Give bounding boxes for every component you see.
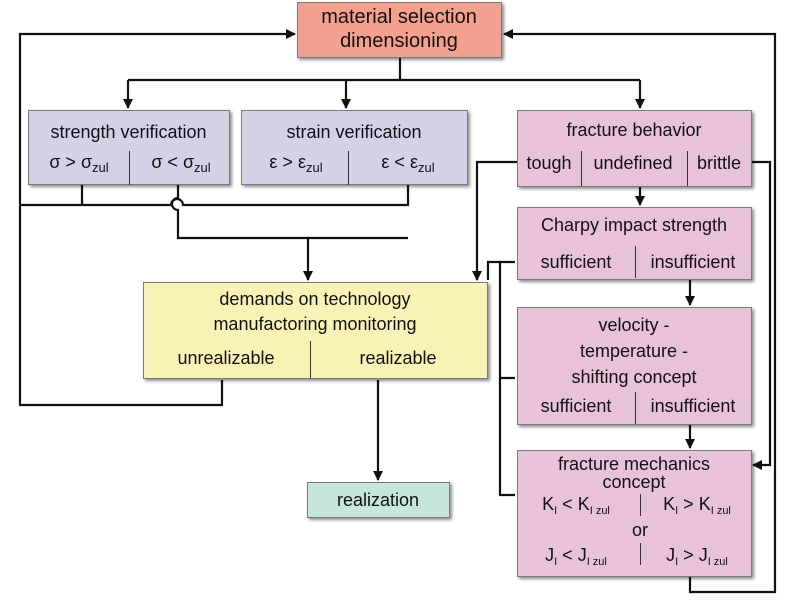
fracture-divider-1 xyxy=(581,151,582,186)
fracture-mechanics-line-1: fracture mechanics xyxy=(557,454,711,474)
velocity-insufficient-option: insufficient xyxy=(650,396,736,416)
fracture-mechanics-line-2: concept xyxy=(602,472,666,492)
velocity-line-3: shifting concept xyxy=(571,367,697,387)
material-selection-box: material selection dimensioning xyxy=(297,2,502,58)
loop-unrealizable-to-selection xyxy=(18,29,296,407)
k-divider xyxy=(640,494,641,516)
fracture-mechanics-box: fracture mechanics concept KI < KI zul K… xyxy=(517,450,752,577)
tough-option: tough xyxy=(526,153,572,173)
charpy-impact-box: Charpy impact strength sufficient insuff… xyxy=(517,207,752,280)
j-greater-condition: JI > JI zul xyxy=(666,545,728,568)
charpy-insufficient-option: insufficient xyxy=(650,252,736,272)
realizable-option: realizable xyxy=(359,348,437,368)
strength-verification-title: strength verification xyxy=(50,122,207,142)
fracture-behavior-title: fracture behavior xyxy=(566,120,702,140)
charpy-impact-title: Charpy impact strength xyxy=(540,215,728,235)
charpy-sufficient-option: sufficient xyxy=(540,252,612,272)
connector-velocity-sufficient xyxy=(498,262,515,380)
arrow-brittle-to-mechanics xyxy=(750,160,772,470)
velocity-line-2: temperature - xyxy=(579,341,689,361)
loop-mechanics-to-selection xyxy=(503,29,777,594)
k-less-condition: KI < KI zul xyxy=(542,494,610,517)
unrealizable-option: unrealizable xyxy=(177,348,275,368)
dimensioning-label: dimensioning xyxy=(340,30,458,52)
connector-failed-verification xyxy=(20,185,410,207)
velocity-temperature-box: velocity - temperature - shifting concep… xyxy=(517,307,752,425)
demands-divider xyxy=(310,341,311,378)
connector-sigma-lt xyxy=(170,185,408,240)
j-divider xyxy=(640,543,641,565)
epsilon-greater-condition: ε > εzul xyxy=(269,152,323,175)
strength-verification-box: strength verification σ > σzul σ < σzul xyxy=(28,110,230,185)
brittle-option: brittle xyxy=(696,153,741,173)
fracture-behavior-box: fracture behavior tough undefined brittl… xyxy=(517,110,752,187)
k-greater-condition: KI > KI zul xyxy=(663,494,731,517)
epsilon-less-condition: ε < εzul xyxy=(381,152,435,175)
j-less-condition: JI < JI zul xyxy=(545,545,607,568)
strain-divider xyxy=(348,151,349,185)
demands-line-1: demands on technology xyxy=(219,289,411,309)
or-label: or xyxy=(631,520,648,540)
undefined-option: undefined xyxy=(593,153,673,173)
sigma-less-condition: σ < σzul xyxy=(151,152,211,175)
strain-verification-box: strain verification ε > εzul ε < εzul xyxy=(241,110,468,185)
strength-divider xyxy=(129,151,130,185)
velocity-divider xyxy=(635,392,636,424)
connector-mechanics-sufficient xyxy=(498,378,515,497)
velocity-sufficient-option: sufficient xyxy=(540,396,612,416)
fracture-divider-2 xyxy=(687,151,688,186)
strain-verification-title: strain verification xyxy=(286,122,422,142)
sigma-greater-condition: σ > σzul xyxy=(49,152,109,175)
demands-line-2: manufactoring monitoring xyxy=(213,314,417,334)
demands-box: demands on technology manufactoring moni… xyxy=(143,282,488,379)
velocity-line-1: velocity - xyxy=(598,315,670,335)
material-selection-label: material selection xyxy=(321,6,477,28)
charpy-divider xyxy=(635,246,636,278)
connector-charpy-sufficient xyxy=(486,260,515,280)
arrow-tough-to-demands xyxy=(472,160,520,281)
realization-box: realization xyxy=(307,482,450,518)
realization-label: realization xyxy=(336,490,420,510)
